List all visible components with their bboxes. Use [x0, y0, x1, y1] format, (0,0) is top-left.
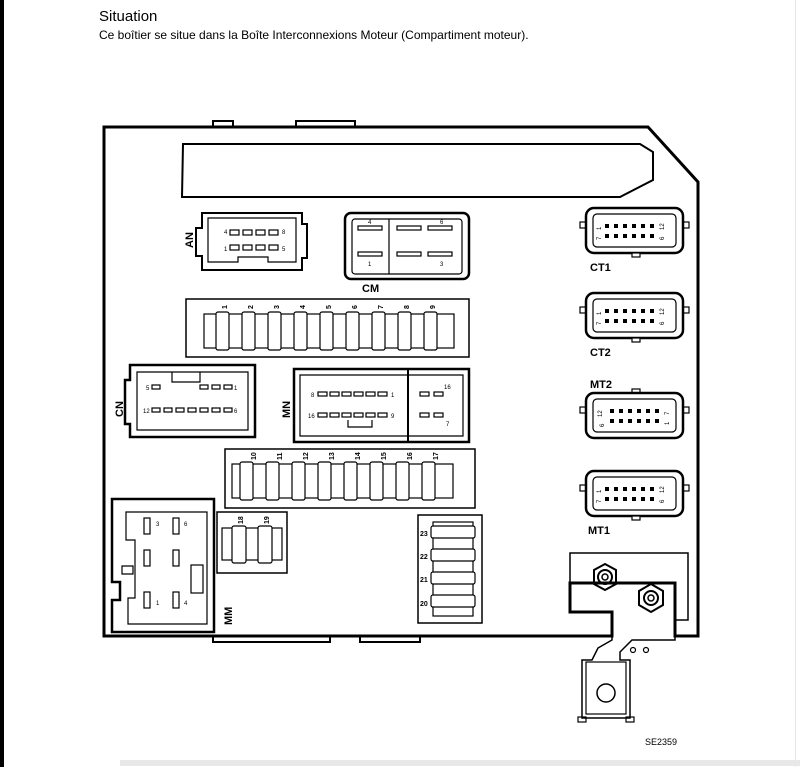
connector-mt1: 1 7 12 6	[579, 469, 690, 521]
bottom-tab	[212, 636, 331, 643]
pin-number: 8	[282, 230, 286, 236]
fuse-pair: 18 19	[216, 511, 288, 574]
page-title: Situation	[99, 8, 158, 25]
fuse-number: 3	[274, 305, 281, 309]
pin-number: 1	[391, 393, 395, 399]
pin-number: 6	[660, 499, 666, 503]
pin-number: 6	[440, 220, 444, 226]
top-tab	[212, 120, 234, 127]
pin-number: 6	[660, 236, 666, 240]
fuse-number: 23	[420, 531, 428, 538]
page-subtitle: Ce boîtier se situe dans la Boîte Interc…	[99, 28, 529, 42]
label-mn: MN	[281, 401, 293, 418]
top-tab	[295, 120, 356, 127]
pin-number: 5	[146, 386, 150, 392]
terminal-stud	[638, 582, 664, 614]
pin-number: 1	[224, 247, 228, 253]
fuse-number: 2	[248, 305, 255, 309]
pin-number: 4	[368, 220, 372, 226]
page-edge-line	[795, 0, 796, 767]
bottom-tab	[359, 636, 421, 643]
label-mt2: MT2	[590, 379, 612, 391]
pin-number: 3	[440, 262, 444, 268]
pin-number: 6	[600, 423, 606, 427]
pin-number: 12	[660, 486, 666, 493]
pin-number: 6	[234, 409, 238, 415]
pin-number: 1	[597, 311, 603, 315]
label-ct2: CT2	[590, 347, 611, 359]
pin-number: 8	[311, 393, 315, 399]
pin-number: 7	[665, 411, 671, 415]
fuse-number: 8	[404, 305, 411, 309]
pin-number: 12	[598, 410, 604, 417]
fuse-number: 7	[378, 305, 385, 309]
fuse-number: 10	[251, 452, 258, 460]
pin-number: 1	[665, 421, 671, 425]
connector-mt2: 12 6 7 1	[579, 388, 690, 440]
label-cn: CN	[114, 401, 126, 417]
pin-number: 12	[143, 409, 150, 415]
pin-number: 1	[368, 262, 372, 268]
terminal-stud	[593, 562, 617, 592]
page-edge-line	[0, 0, 4, 767]
connector-an: 4 8 1 5	[195, 212, 308, 271]
pin-number: 5	[282, 247, 286, 253]
pin-number: 6	[184, 522, 188, 528]
fuse-number: 11	[277, 452, 284, 460]
fuse-number: 17	[433, 452, 440, 460]
fuse-number: 1	[222, 305, 229, 309]
label-ct1: CT1	[590, 262, 611, 274]
fuse-number: 6	[352, 305, 359, 309]
label-mm: MM	[223, 607, 235, 625]
pin-number: 1	[597, 489, 603, 493]
fuse-number: 16	[407, 452, 414, 460]
housing-outline	[102, 125, 700, 638]
connector-mn: 8 1 16 9 16 7	[292, 367, 471, 444]
pin-number: 16	[444, 385, 451, 391]
fuse-row-top: 1 2 3 4 5 6 7 8 9	[185, 298, 470, 358]
pin-number: 7	[597, 236, 603, 240]
relay-mm: 3 6 1 4	[110, 497, 216, 634]
fuse-number: 22	[420, 554, 428, 561]
cover-slot	[180, 143, 654, 198]
label-cm: CM	[362, 283, 379, 295]
page-edge-line	[120, 760, 800, 766]
fuse-number: 13	[329, 452, 336, 460]
label-an: AN	[184, 232, 196, 248]
connector-ct1: 1 7 12 6	[579, 206, 690, 258]
pin-number: 4	[224, 230, 228, 236]
fuse-number: 4	[300, 305, 307, 309]
terminal-bracket	[569, 552, 689, 723]
fuse-row-middle: 10 11 12 13 14 15 16 17	[224, 448, 476, 509]
fuse-number: 5	[326, 305, 333, 309]
fuse-number: 18	[238, 516, 245, 524]
fuse-number: 15	[381, 452, 388, 460]
pin-number: 16	[308, 414, 315, 420]
pin-number: 1	[234, 386, 238, 392]
fuse-number: 12	[303, 452, 310, 460]
figure-reference: SE2359	[645, 737, 677, 747]
pin-number: 4	[184, 601, 188, 607]
fuse-number: 19	[264, 516, 271, 524]
pin-number: 12	[660, 223, 666, 230]
label-mt1: MT1	[588, 525, 610, 537]
fuse-number: 21	[420, 577, 428, 584]
pin-number: 7	[446, 422, 450, 428]
pin-number: 1	[597, 226, 603, 230]
pin-number: 12	[660, 308, 666, 315]
connector-ct2: 1 7 12 6	[579, 291, 690, 343]
connector-cn: 5 1 12 6	[123, 363, 257, 439]
relay-cm: 4 6 1 3	[343, 211, 471, 281]
pin-number: 7	[597, 321, 603, 325]
fuse-number: 14	[355, 452, 362, 460]
fuse-column: 23 22 21 20	[417, 514, 483, 624]
fuse-number: 20	[420, 601, 428, 608]
pin-number: 1	[156, 601, 160, 607]
pin-number: 3	[156, 522, 160, 528]
pin-number: 6	[660, 321, 666, 325]
fuse-number: 9	[430, 305, 437, 309]
pin-number: 7	[597, 499, 603, 503]
pin-number: 9	[391, 414, 395, 420]
